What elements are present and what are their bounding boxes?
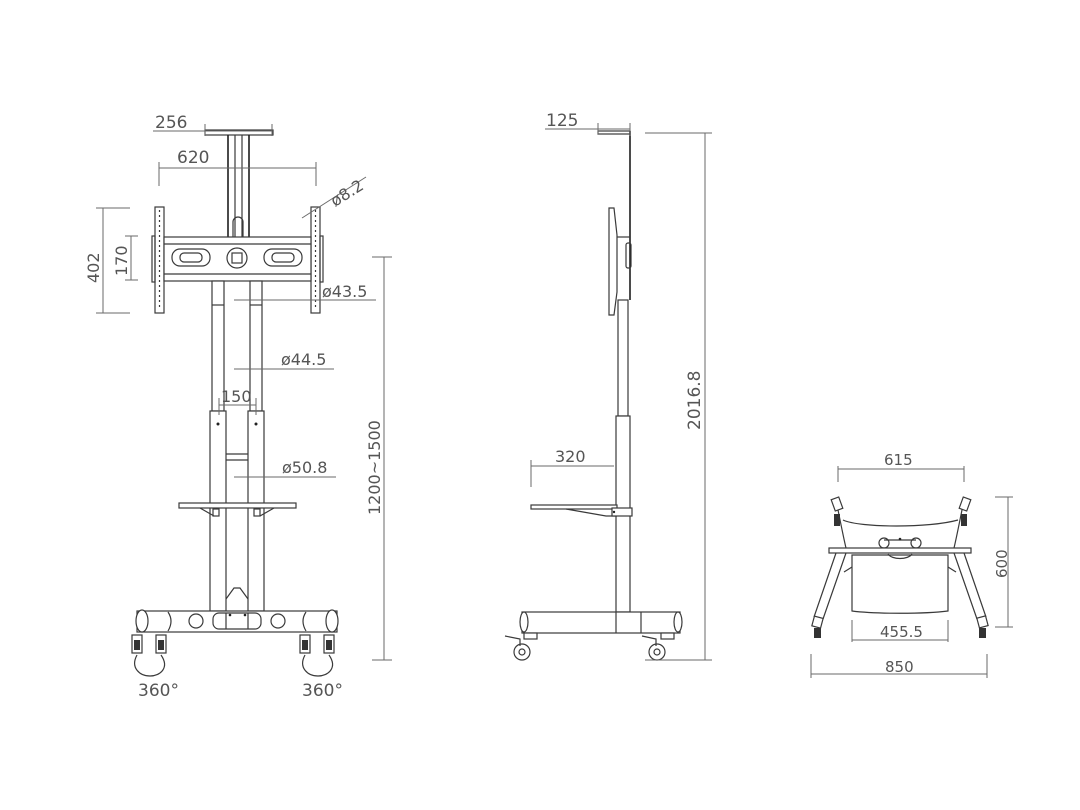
dim-label-600: 600 bbox=[993, 549, 1011, 578]
dim-label-middle-pole-diameter: ø44.5 bbox=[281, 350, 327, 369]
side-view bbox=[504, 130, 683, 661]
dim-label-455-5: 455.5 bbox=[880, 623, 923, 641]
dim-label-lower-pole-diameter: ø50.8 bbox=[282, 458, 328, 477]
rotation-label-right: 360° bbox=[302, 681, 343, 701]
dim-label-height-range: 1200~1500 bbox=[365, 420, 384, 515]
dim-label-upper-pole-diameter: ø43.5 bbox=[322, 282, 368, 301]
rotation-label-left: 360° bbox=[138, 681, 179, 701]
dim-label-125: 125 bbox=[546, 111, 579, 131]
top-view-dimensions bbox=[810, 466, 1013, 678]
dim-label-150: 150 bbox=[221, 387, 252, 406]
front-view bbox=[131, 129, 339, 677]
dim-label-402: 402 bbox=[84, 252, 103, 283]
dim-label-615: 615 bbox=[884, 451, 913, 469]
top-view bbox=[811, 496, 989, 638]
dim-label-620: 620 bbox=[177, 148, 210, 168]
side-view-dimensions bbox=[530, 123, 712, 661]
dim-label-850: 850 bbox=[885, 658, 914, 676]
front-view-dimensions bbox=[96, 124, 392, 661]
dim-label-320: 320 bbox=[555, 447, 586, 466]
dim-label-170: 170 bbox=[112, 245, 131, 276]
dim-label-total-height: 2016.8 bbox=[685, 370, 705, 430]
dim-label-256: 256 bbox=[155, 113, 188, 133]
